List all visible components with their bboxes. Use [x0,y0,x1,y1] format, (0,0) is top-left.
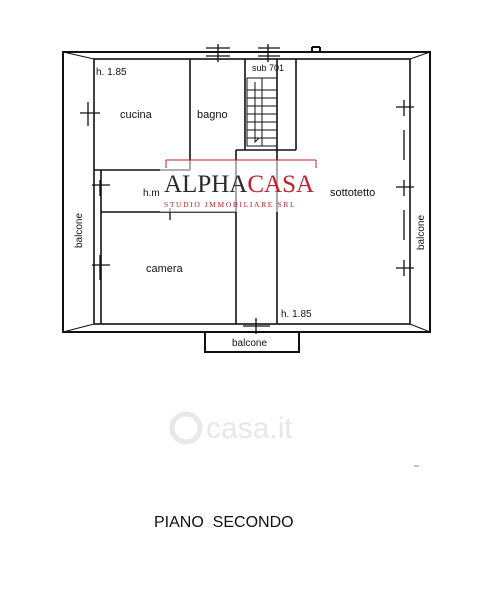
height-label-bottom: h. 1.85 [281,309,312,320]
staircase [246,77,278,147]
room-label-bagno: bagno [197,109,228,121]
balcony-label-right: balcone [416,215,427,250]
balcony-label-left: balcone [74,213,85,248]
floor-title: PIANO SECONDO [154,514,294,531]
height-label-middle: h.m [143,188,160,199]
height-label-top: h. 1.85 [96,67,127,78]
room-label-cucina: cucina [120,109,153,121]
room-label-camera: camera [146,263,184,275]
watermark-site: casa.it [206,412,293,445]
walls [62,46,431,353]
agency-logo-text: ALPHACASA [164,171,314,198]
balcony-label-bottom: balcone [232,338,267,349]
sub-label: sub 701 [252,63,284,73]
agency-subtitle: STUDIO IMMOBILIARE SRL [164,200,296,209]
site-watermark: casa.it [169,411,293,445]
room-label-sottotetto: sottotetto [330,187,375,199]
agency-watermark: ALPHACASA STUDIO IMMOBILIARE SRL [160,159,320,212]
watermark-house-icon [169,411,203,445]
